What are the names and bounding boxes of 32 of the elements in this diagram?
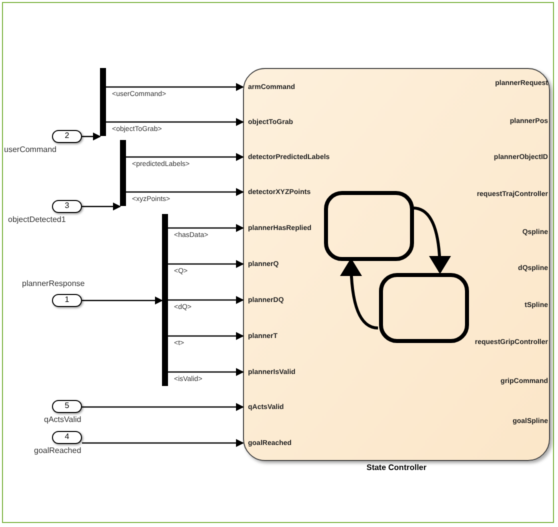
signal-arrow — [126, 188, 244, 196]
transition-arrow — [412, 206, 451, 274]
inport-name: plannerResponse — [22, 279, 85, 289]
block-title: State Controller — [365, 462, 428, 474]
state-box — [324, 191, 414, 261]
signal-arrow — [168, 260, 244, 268]
bus-selector-bar — [120, 140, 126, 206]
inport-block: 2 — [52, 130, 82, 143]
signal-arrow — [82, 132, 101, 140]
signal-arrow — [82, 403, 244, 411]
signal-arrow — [168, 224, 244, 232]
signal-arrow — [106, 83, 244, 91]
signal-arrow — [106, 118, 244, 126]
inport-name: qActsValid — [44, 415, 82, 425]
inport-name: userCommand — [4, 145, 56, 155]
bus-selector-bar — [162, 214, 168, 386]
transition-arrow — [340, 258, 378, 330]
inport-block: 5 — [52, 400, 82, 413]
signal-arrow — [82, 439, 244, 447]
signal-arrow — [168, 368, 244, 376]
inport-block: 3 — [52, 200, 82, 213]
inport-name: objectDetected1 — [8, 215, 66, 225]
signal-arrow — [168, 332, 244, 340]
signal-arrow — [168, 296, 244, 304]
signal-arrow — [82, 296, 163, 304]
state-box — [379, 273, 469, 343]
inport-block: 1 — [52, 294, 82, 307]
signal-arrow — [82, 202, 121, 210]
inport-block: 4 — [52, 431, 82, 444]
inport-name: goalReached — [34, 446, 82, 456]
signal-arrow — [126, 153, 244, 161]
bus-selector-bar — [100, 68, 106, 136]
